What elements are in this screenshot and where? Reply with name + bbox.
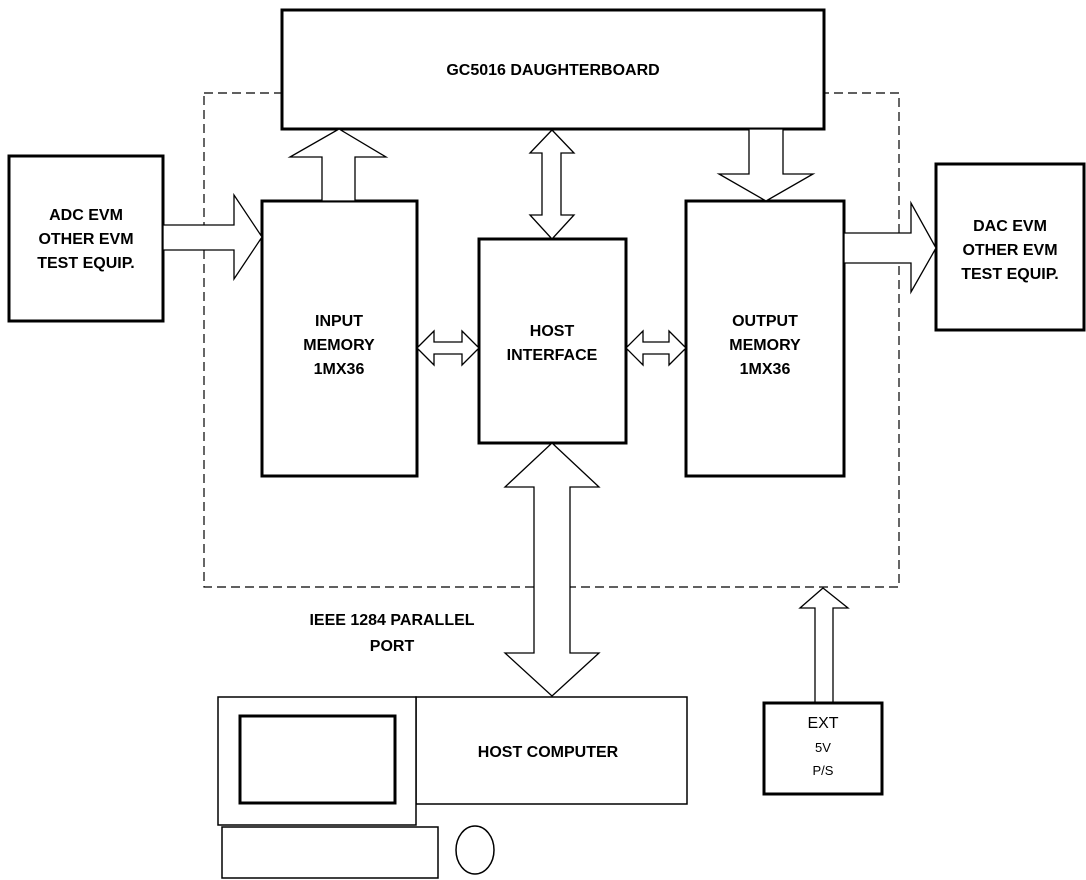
power-supply-block: EXT 5V P/S (762, 701, 884, 796)
output-memory-line1: OUTPUT (732, 313, 798, 330)
output-memory-line2: MEMORY (729, 337, 801, 354)
input-to-daughterboard-arrow (287, 128, 389, 202)
parallel-port-label-line2: PORT (370, 638, 415, 655)
keyboard (221, 826, 439, 879)
host-output-arrow (625, 329, 687, 367)
adc-label-line3: TEST EQUIP. (37, 255, 135, 272)
host-interface-line1: HOST (530, 323, 575, 340)
daughterboard-label: GC5016 DAUGHTERBOARD (446, 62, 659, 79)
input-memory-line1: INPUT (315, 313, 363, 330)
input-memory-line3: 1MX36 (314, 361, 365, 378)
mouse (455, 825, 495, 875)
input-host-arrow (416, 329, 480, 367)
power-supply-line3: P/S (813, 763, 834, 778)
dac-label-line3: TEST EQUIP. (961, 266, 1059, 283)
evm-board-boundary (203, 92, 900, 588)
input-memory-line2: MEMORY (303, 337, 375, 354)
daughterboard-block: GC5016 DAUGHTERBOARD (280, 8, 826, 131)
output-memory-block: OUTPUT MEMORY 1MX36 (684, 199, 846, 478)
power-supply-line1: EXT (807, 715, 838, 732)
host-computer-case (415, 696, 688, 805)
daughterboard-host-arrow (528, 129, 576, 240)
input-memory-block: INPUT MEMORY 1MX36 (260, 199, 419, 478)
power-to-board-arrow (798, 587, 850, 704)
adc-label-line2: OTHER EVM (38, 231, 133, 248)
adc-block: ADC EVM OTHER EVM TEST EQUIP. (7, 154, 165, 323)
dac-block: DAC EVM OTHER EVM TEST EQUIP. (934, 162, 1086, 332)
host-parallel-port-arrow (503, 442, 601, 697)
dac-label-line1: DAC EVM (973, 218, 1047, 235)
output-to-dac-arrow (843, 200, 937, 295)
output-memory-line3: 1MX36 (740, 361, 791, 378)
host-interface-block: HOST INTERFACE (477, 237, 628, 445)
daughterboard-to-output-arrow (716, 128, 816, 202)
parallel-port-label-line1: IEEE 1284 PARALLEL (309, 612, 474, 629)
power-supply-line2: 5V (815, 740, 831, 755)
adc-to-input-arrow (162, 192, 263, 282)
monitor-screen (238, 714, 397, 805)
dac-label-line2: OTHER EVM (962, 242, 1057, 259)
host-computer: HOST COMPUTER (217, 696, 688, 879)
adc-label-line1: ADC EVM (49, 207, 123, 224)
host-interface-line2: INTERFACE (507, 347, 598, 364)
host-computer-label: HOST COMPUTER (478, 744, 619, 761)
